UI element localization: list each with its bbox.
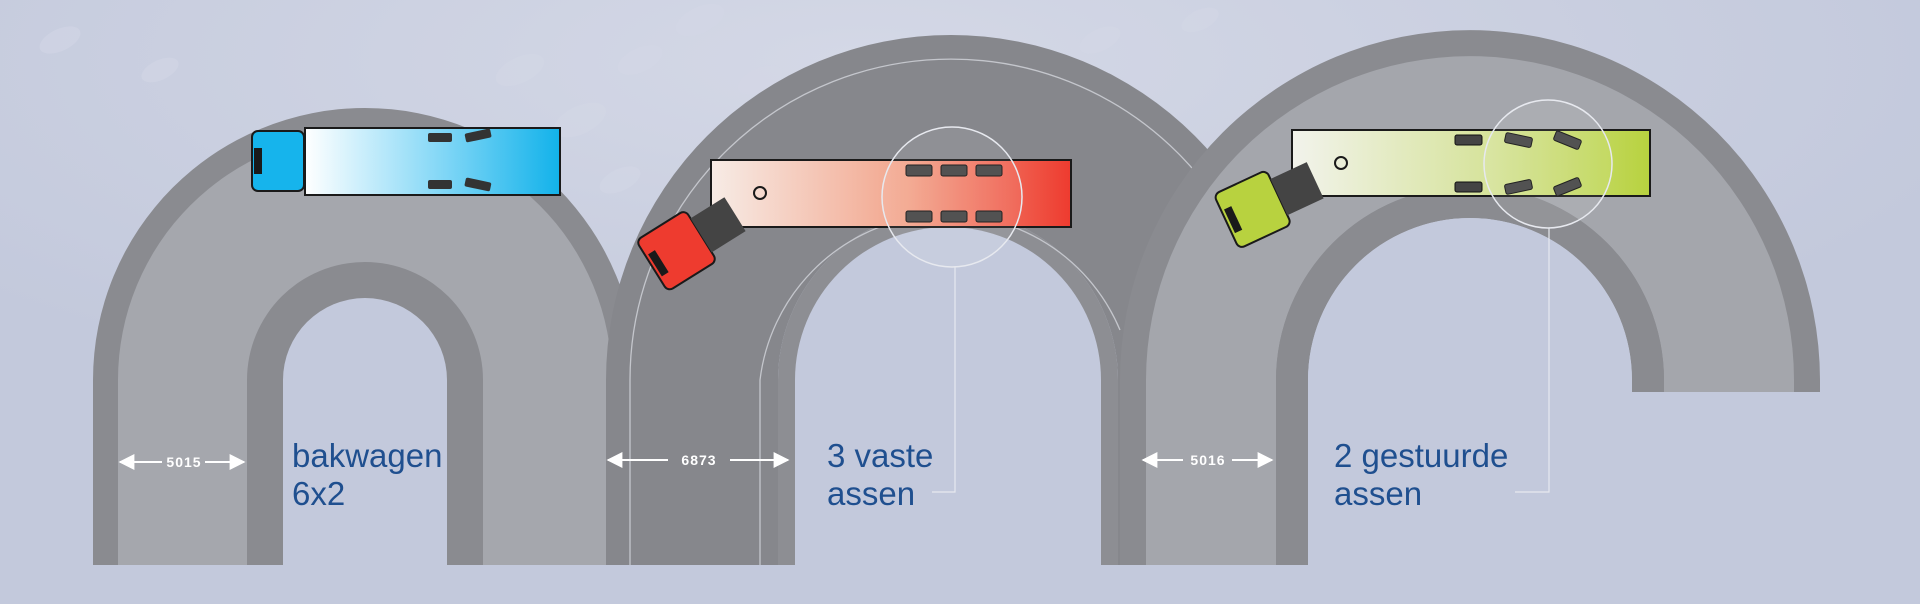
wheel <box>940 164 968 177</box>
wheel <box>975 164 1003 177</box>
inner-arch-cutout <box>1308 218 1820 604</box>
width-dimension-arrow: 5016 <box>1141 452 1274 468</box>
wheel <box>905 210 933 223</box>
vehicle-label-gestuurde-assen: 2 gestuurde assen <box>1334 437 1508 513</box>
road-inner-lane <box>247 262 483 565</box>
vehicle-label-vaste-assen: 3 vaste assen <box>827 437 933 513</box>
width-value: 5016 <box>1190 452 1225 468</box>
wheel <box>1504 132 1533 148</box>
kingpin <box>753 186 767 200</box>
panel-gestuurde-assen: 5016 <box>1120 30 1820 604</box>
label-line-1: bakwagen <box>292 437 443 474</box>
cab-grille <box>1224 206 1243 234</box>
vehicle-semi-trailer-truck-icon <box>637 159 1072 291</box>
cab-grille <box>648 250 669 277</box>
label-line-2: 6x2 <box>292 475 346 512</box>
label-line-1: 2 gestuurde <box>1334 437 1509 474</box>
axle-highlight <box>881 126 1023 493</box>
panel-bakwagen: 5015 <box>93 108 637 604</box>
wheel <box>905 164 933 177</box>
wheel <box>464 128 492 143</box>
inner-arch-cutout <box>283 298 447 604</box>
inner-arch-cutout <box>795 227 1101 604</box>
width-dimension-arrow: 6873 <box>606 452 790 468</box>
truck-cab <box>251 130 305 192</box>
cab-grille <box>254 148 262 174</box>
wheel <box>975 210 1003 223</box>
callout-line <box>1515 228 1550 493</box>
wheel <box>464 177 492 192</box>
width-dimension-arrow: 5015 <box>118 454 246 470</box>
wheel <box>428 180 452 189</box>
wheel <box>1504 179 1533 195</box>
axle-highlight <box>1483 99 1613 493</box>
wheel <box>940 210 968 223</box>
kingpin <box>1334 156 1348 170</box>
wheel <box>1553 130 1582 150</box>
vehicle-semi-trailer-truck-icon <box>1214 129 1651 248</box>
axle-circle <box>881 126 1023 268</box>
axle-circle <box>1483 99 1613 229</box>
label-line-2: assen <box>827 475 916 512</box>
tractor-chassis <box>690 197 746 253</box>
wheel <box>1553 177 1582 197</box>
wheel <box>1454 134 1483 146</box>
vehicle-label-bakwagen: bakwagen 6x2 <box>292 437 442 513</box>
label-line-2: assen <box>1334 475 1423 512</box>
vehicle-rigid-truck-icon <box>251 127 561 196</box>
wheel <box>1454 181 1483 193</box>
width-value: 5015 <box>166 454 201 470</box>
trailer <box>710 159 1072 228</box>
callout-line <box>932 267 956 493</box>
label-line-1: 3 vaste <box>827 437 934 474</box>
width-value: 6873 <box>681 452 716 468</box>
wheel <box>428 133 452 142</box>
tractor-chassis <box>1270 162 1324 216</box>
